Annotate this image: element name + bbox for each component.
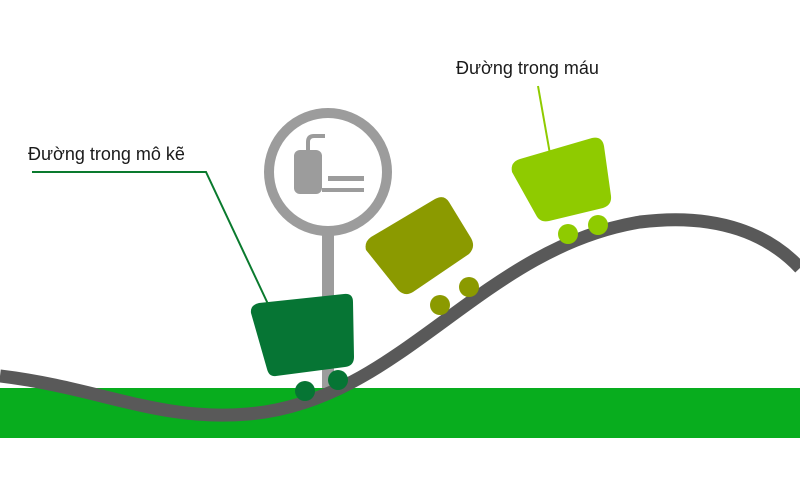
leader-line-blood [537,85,551,155]
cart-middle-wheel-back [459,277,479,297]
meter-strip-line-top [328,176,364,181]
cart-blood [511,137,612,244]
cart-tissue-body [250,293,354,377]
cart-middle-body [365,197,474,295]
glucose-track-curve [0,213,800,422]
cart-tissue-wheel-front [295,381,315,401]
cart-blood-wheel-front [558,224,578,244]
label-tissue-glucose: Đường trong mô kẽ [28,144,185,164]
label-blood-glucose: Đường trong máu [456,58,599,78]
cart-middle-wheel-front [430,295,450,315]
sign-ring [264,108,392,236]
leader-line-tissue [32,171,269,305]
cart-blood-body [511,137,612,222]
meter-cable-icon [306,134,325,150]
meter-body-icon [294,150,322,194]
cart-tissue-wheel-back [328,370,348,390]
cart-middle [365,197,479,315]
cart-blood-wheel-back [588,215,608,235]
cart-tissue [250,293,354,401]
ground-band [0,388,800,438]
meter-strip-line-bottom [322,188,364,192]
